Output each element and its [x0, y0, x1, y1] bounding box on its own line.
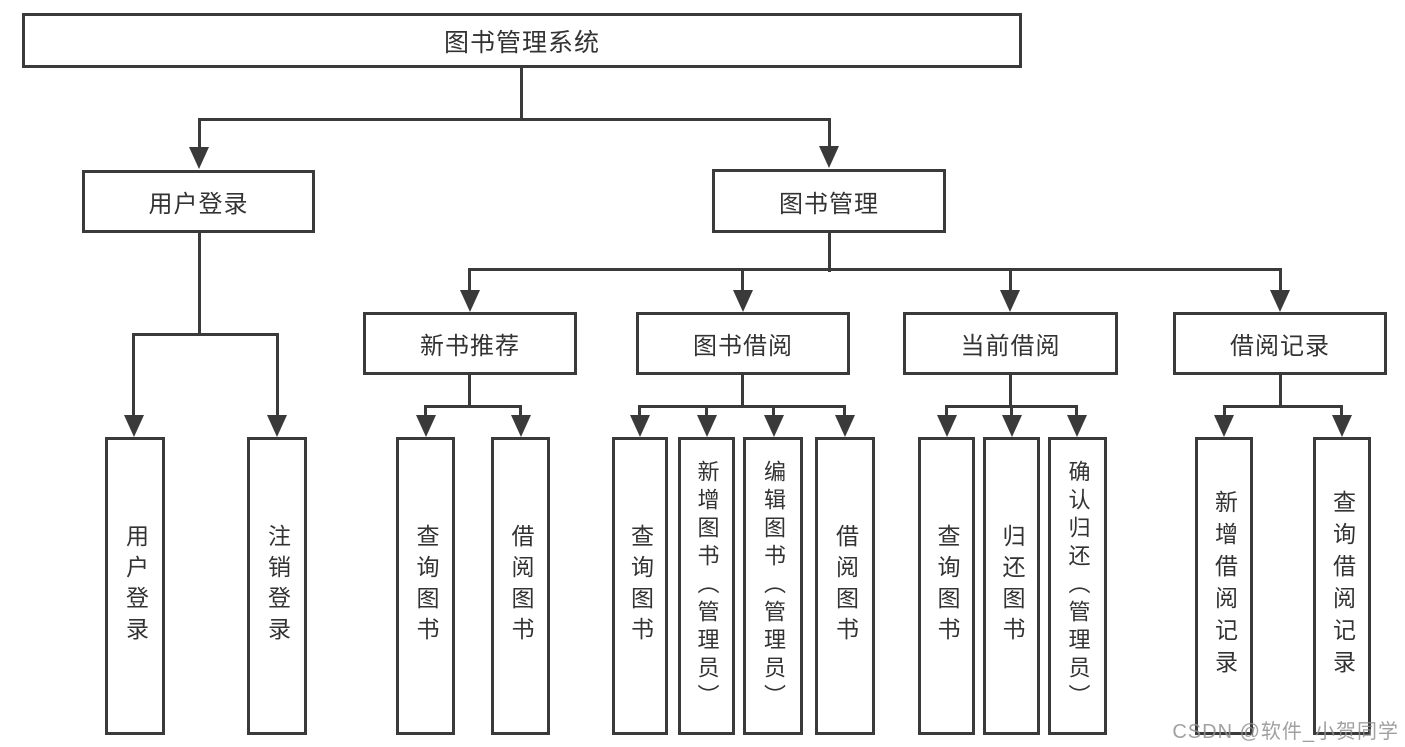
- arrow-to-new-book: [460, 290, 480, 312]
- leaf-nb-borrow-books: 借阅图书: [491, 437, 550, 735]
- node-book-borrow: 图书借阅: [636, 312, 850, 375]
- connector-to-nb-borrow: [519, 405, 522, 417]
- leaf-br-add-record-label: 新增借阅记录: [1211, 490, 1238, 682]
- connector-book-borrow-stem: [741, 375, 744, 408]
- leaf-bb-add-books-admin: 新增图书（管理员）: [678, 437, 735, 735]
- leaf-cb-confirm-return-admin: 确认归还（管理员）: [1048, 437, 1107, 735]
- arrow-to-bb-2: [697, 415, 717, 437]
- leaf-br-add-record: 新增借阅记录: [1195, 437, 1253, 735]
- connector-to-bb-1: [638, 405, 641, 417]
- leaf-user-login-label: 用户登录: [122, 524, 149, 648]
- connector-to-cb-3: [1075, 405, 1078, 417]
- leaf-bb-query-books: 查询图书: [612, 437, 668, 735]
- arrow-to-cb-1: [937, 415, 957, 437]
- arrow-to-leaf-logout: [267, 415, 287, 437]
- connector-current-borrow-stem: [1009, 375, 1012, 408]
- connector-to-borrow-record: [1279, 268, 1282, 292]
- leaf-bb-query-books-label: 查询图书: [627, 524, 654, 648]
- csdn-watermark: CSDN @软件_小贺同学: [1172, 721, 1399, 743]
- arrow-to-user-login: [189, 147, 209, 169]
- node-new-book-label: 新书推荐: [420, 333, 520, 360]
- leaf-cb-query-books-label: 查询图书: [934, 524, 960, 648]
- connector-to-bb-3: [772, 405, 775, 417]
- connector-book-mgmt-hbar: [468, 268, 1282, 271]
- connector-to-br-1: [1223, 405, 1226, 417]
- leaf-logout-label: 注销登录: [264, 524, 291, 648]
- arrow-to-borrow-record: [1270, 290, 1290, 312]
- arrow-to-bb-1: [630, 415, 650, 437]
- connector-root-hbar: [198, 118, 831, 121]
- connector-user-login-stem: [198, 233, 201, 335]
- arrow-to-book-mgmt: [819, 146, 839, 168]
- arrow-to-nb-query: [416, 415, 436, 437]
- node-user-login: 用户登录: [82, 170, 315, 233]
- connector-to-new-book: [468, 268, 471, 292]
- connector-to-cb-2: [1010, 405, 1013, 417]
- node-borrow-record-label: 借阅记录: [1230, 333, 1330, 360]
- node-user-login-label: 用户登录: [148, 191, 249, 218]
- connector-new-book-stem: [468, 375, 471, 408]
- connector-to-leaf-login: [132, 333, 135, 416]
- node-root-label: 图书管理系统: [443, 28, 600, 57]
- leaf-nb-query-books: 查询图书: [396, 437, 455, 735]
- leaf-user-login: 用户登录: [105, 437, 165, 735]
- connector-book-mgmt-stem: [828, 233, 831, 272]
- node-current-borrow-label: 当前借阅: [960, 333, 1061, 360]
- leaf-bb-add-books-admin-label: 新增图书（管理员）: [694, 460, 720, 712]
- connector-to-book-borrow: [741, 268, 744, 292]
- leaf-cb-query-books: 查询图书: [918, 437, 975, 735]
- node-current-borrow: 当前借阅: [903, 312, 1118, 375]
- connector-borrow-record-hbar: [1223, 405, 1342, 408]
- arrow-to-current-borrow: [1000, 290, 1020, 312]
- leaf-cb-confirm-return-admin-label: 确认归还（管理员）: [1065, 460, 1091, 712]
- connector-new-book-hbar: [424, 405, 522, 408]
- arrow-to-book-borrow: [733, 290, 753, 312]
- arrow-to-br-2: [1332, 415, 1352, 437]
- leaf-br-query-record: 查询借阅记录: [1313, 437, 1371, 735]
- node-borrow-record: 借阅记录: [1173, 312, 1387, 375]
- node-book-borrow-label: 图书借阅: [693, 333, 793, 360]
- node-book-mgmt-label: 图书管理: [779, 190, 879, 218]
- node-root: 图书管理系统: [22, 13, 1022, 68]
- leaf-logout: 注销登录: [247, 437, 307, 735]
- arrow-to-bb-3: [764, 415, 784, 437]
- connector-to-nb-query: [424, 405, 427, 417]
- connector-to-cb-1: [945, 405, 948, 417]
- connector-to-leaf-logout: [276, 333, 279, 416]
- connector-root-stem: [520, 68, 523, 120]
- arrow-to-cb-3: [1067, 415, 1087, 437]
- leaf-bb-edit-books-admin-label: 编辑图书（管理员）: [761, 460, 786, 712]
- connector-user-login-hbar: [133, 333, 279, 336]
- node-new-book: 新书推荐: [363, 312, 577, 375]
- leaf-bb-borrow-books: 借阅图书: [815, 437, 875, 735]
- arrow-to-cb-2: [1002, 415, 1022, 437]
- connector-to-bb-2: [705, 405, 708, 417]
- leaf-cb-return-books: 归还图书: [983, 437, 1040, 735]
- leaf-cb-return-books-label: 归还图书: [999, 524, 1025, 648]
- arrow-to-leaf-login: [124, 415, 144, 437]
- arrow-to-bb-4: [835, 415, 855, 437]
- connector-book-borrow-hbar: [638, 405, 846, 408]
- connector-to-user-login: [198, 118, 201, 148]
- arrow-to-br-1: [1214, 415, 1234, 437]
- connector-to-br-2: [1340, 405, 1343, 417]
- leaf-bb-edit-books-admin: 编辑图书（管理员）: [743, 437, 803, 735]
- connector-to-book-mgmt: [828, 118, 831, 148]
- connector-to-bb-4: [843, 405, 846, 417]
- leaf-nb-borrow-books-label: 借阅图书: [508, 524, 534, 648]
- connector-borrow-record-stem: [1279, 375, 1282, 408]
- arrow-to-nb-borrow: [511, 415, 531, 437]
- leaf-nb-query-books-label: 查询图书: [413, 524, 439, 648]
- connector-to-current-borrow: [1009, 268, 1012, 292]
- leaf-bb-borrow-books-label: 借阅图书: [832, 524, 859, 648]
- leaf-br-query-record-label: 查询借阅记录: [1329, 490, 1356, 682]
- node-book-mgmt: 图书管理: [712, 169, 946, 233]
